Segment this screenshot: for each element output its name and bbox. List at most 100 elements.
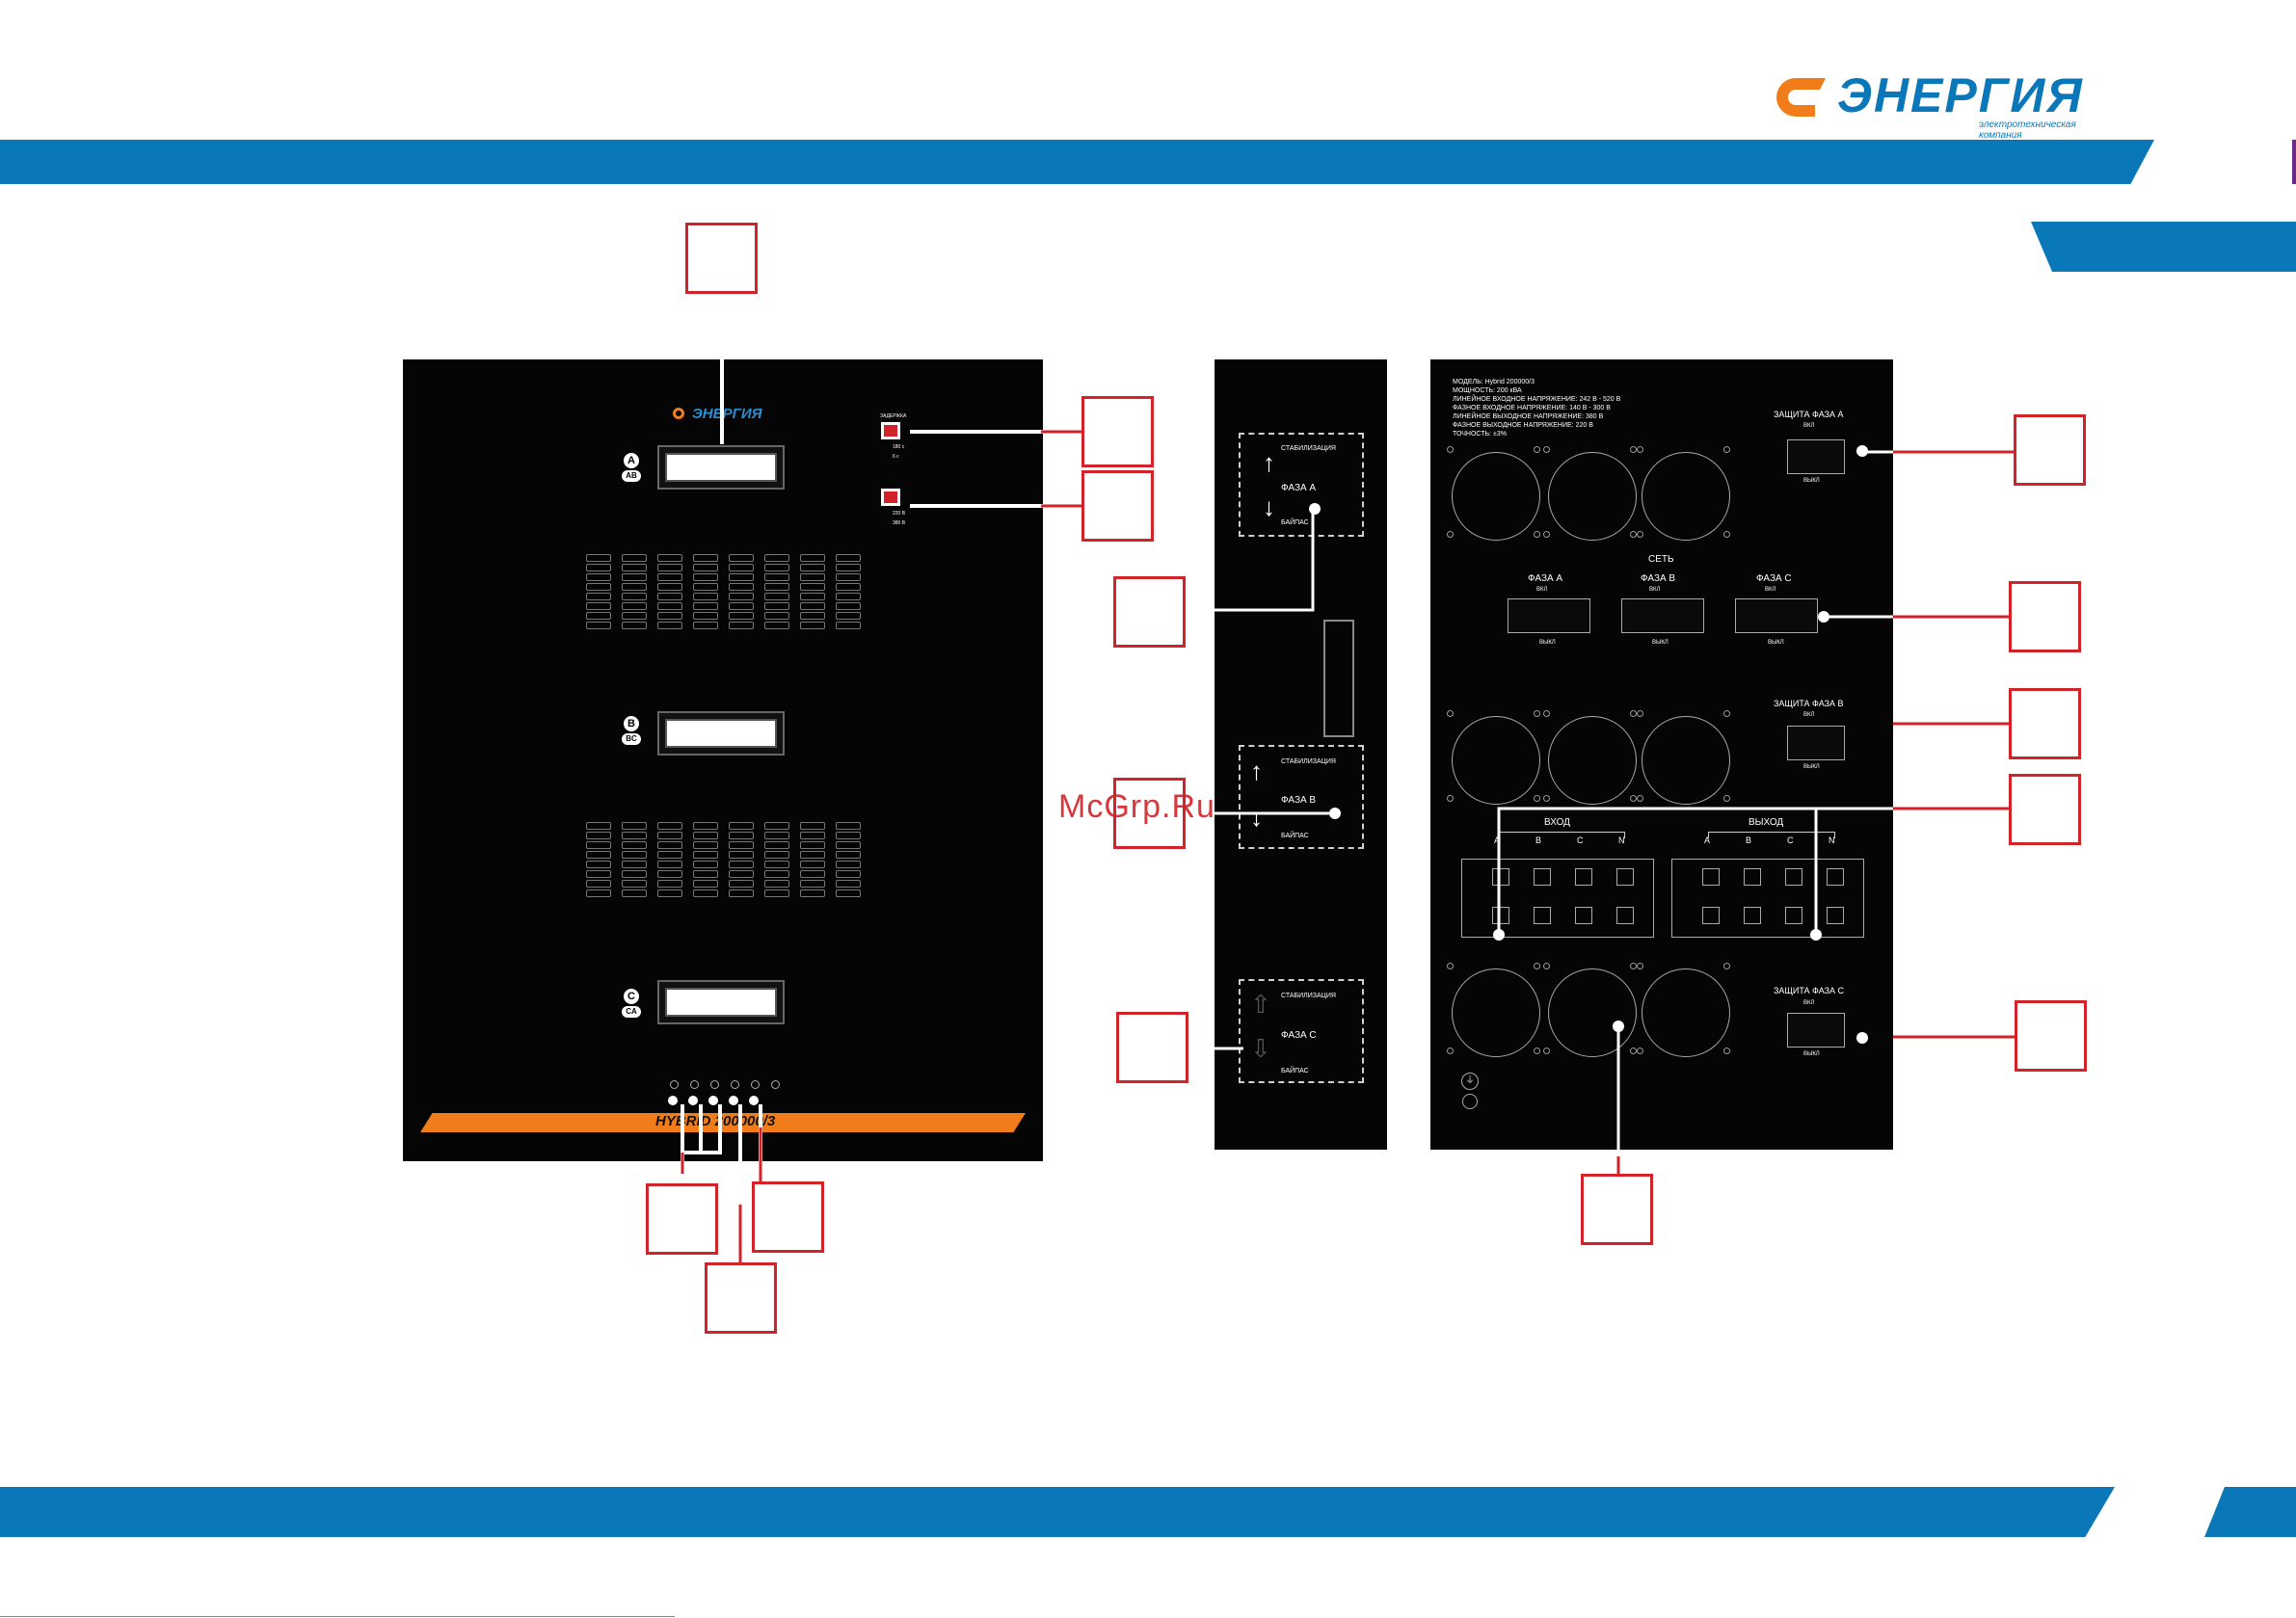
spec-line: МОЩНОСТЬ: 200 кВА	[1453, 387, 1522, 394]
protect-b-off: ВЫКЛ	[1803, 764, 1820, 770]
indicator-led	[670, 1080, 679, 1089]
model-label: HYBRID 200000/3	[655, 1113, 776, 1129]
screw	[1447, 795, 1454, 802]
vent-slot	[622, 861, 647, 868]
callout-box-indicators-left	[646, 1183, 718, 1255]
side-window	[1323, 620, 1354, 737]
net-b-on: ВКЛ	[1649, 587, 1661, 593]
vent-slot	[622, 822, 647, 830]
terminal-label: A	[1494, 836, 1501, 845]
terminal-label: C	[1577, 836, 1584, 845]
screw	[1534, 710, 1540, 717]
vent-slot	[622, 573, 647, 581]
vent-slot	[836, 861, 861, 868]
callout-box-rear-cover	[1581, 1174, 1653, 1245]
net-b-breaker[interactable]	[1621, 598, 1704, 633]
vent-slot	[657, 612, 682, 620]
vent-slot	[693, 822, 718, 830]
spec-line: МОДЕЛЬ: Hybrid 200000/3	[1453, 379, 1535, 385]
vent-slot	[836, 573, 861, 581]
vent-slot	[657, 889, 682, 897]
vent-slot	[729, 612, 754, 620]
output-terminal-block	[1671, 859, 1864, 938]
net-b-label: ФАЗА В	[1641, 573, 1676, 584]
phase-a-sub: AB	[622, 470, 641, 482]
net-a-breaker[interactable]	[1508, 598, 1590, 633]
side-panel: СТАБИЛИЗАЦИЯ ФАЗА А БАЙПАС ↑ ↓ СТАБИЛИЗА…	[1215, 359, 1387, 1150]
vent-slot	[657, 880, 682, 888]
vent-slot	[586, 602, 611, 610]
terminal-screw	[1616, 868, 1634, 886]
vent-slot	[729, 832, 754, 839]
vent-slot	[800, 583, 825, 591]
protect-a-label: ЗАЩИТА ФАЗА А	[1774, 410, 1844, 419]
callout-box-phase-c-handle	[1116, 1012, 1188, 1083]
vent-slot	[657, 822, 682, 830]
indicator-led	[690, 1080, 699, 1089]
vent-slot	[657, 564, 682, 571]
vent-slot	[657, 622, 682, 629]
front-logo-icon	[673, 408, 684, 419]
callout-box-phase-a-handle	[1113, 576, 1186, 648]
side-a-bottom: БАЙПАС	[1281, 519, 1309, 526]
vent-slot	[764, 889, 789, 897]
vent-slot	[764, 583, 789, 591]
indicator-led	[771, 1080, 780, 1089]
protect-a-handle[interactable]	[1856, 445, 1868, 457]
vent-slot	[764, 822, 789, 830]
terminal-screw	[1827, 907, 1844, 924]
vent-slot	[800, 861, 825, 868]
terminal-cover	[1642, 968, 1730, 1057]
terminal-label: A	[1704, 836, 1711, 845]
screw	[1534, 795, 1540, 802]
vent-slot	[800, 612, 825, 620]
callout-box-indicators-mid	[705, 1262, 777, 1334]
terminal-screw	[1702, 907, 1720, 924]
vent-slot	[800, 602, 825, 610]
arrow-down-c-icon: ⇩	[1250, 1034, 1271, 1063]
protect-b-breaker[interactable]	[1787, 726, 1845, 760]
terminal-cover	[1452, 968, 1540, 1057]
voltage-switch[interactable]	[881, 489, 900, 506]
vent-slot	[657, 554, 682, 562]
net-c-breaker[interactable]	[1735, 598, 1818, 633]
vent-slot	[586, 822, 611, 830]
brand-logo: ЭНЕРГИЯ электротехническая компания	[1762, 68, 2109, 141]
terminal-screw	[1785, 868, 1802, 886]
callout-box-network	[2009, 581, 2081, 652]
arrow-up-b-icon: ↑	[1250, 756, 1263, 785]
protect-c-breaker[interactable]	[1787, 1013, 1845, 1048]
vent-slot	[586, 612, 611, 620]
side-c-top: СТАБИЛИЗАЦИЯ	[1281, 993, 1336, 999]
vent-slot	[622, 832, 647, 839]
vent-slot	[800, 593, 825, 600]
terminal-screw	[1616, 907, 1634, 924]
side-c-bottom: БАЙПАС	[1281, 1068, 1309, 1074]
screw	[1723, 1048, 1730, 1054]
vent-slot	[764, 851, 789, 859]
protect-c-handle[interactable]	[1856, 1032, 1868, 1044]
vent-slot	[764, 870, 789, 878]
vent-slot	[800, 870, 825, 878]
terminal-screw	[1534, 868, 1551, 886]
vent-slot	[729, 851, 754, 859]
vent-slot	[836, 822, 861, 830]
network-label: СЕТЬ	[1648, 554, 1674, 565]
indicator-lamp	[749, 1096, 759, 1105]
screw	[1637, 963, 1643, 969]
vent-slot	[657, 832, 682, 839]
indicator-led	[710, 1080, 719, 1089]
vent-slot	[729, 889, 754, 897]
vent-slot	[729, 583, 754, 591]
net-c-on: ВКЛ	[1765, 587, 1776, 593]
terminal-screw	[1702, 868, 1720, 886]
delay-label: ЗАДЕРЖКА	[880, 413, 907, 419]
terminal-screw	[1492, 868, 1509, 886]
side-a-top: СТАБИЛИЗАЦИЯ	[1281, 445, 1336, 452]
protect-a-breaker[interactable]	[1787, 439, 1845, 474]
vent-slot	[693, 622, 718, 629]
callout-box-protect-a	[2014, 414, 2086, 486]
delay-switch[interactable]	[881, 422, 900, 439]
net-a-label: ФАЗА А	[1528, 573, 1563, 584]
net-a-off: ВЫКЛ	[1539, 640, 1556, 646]
